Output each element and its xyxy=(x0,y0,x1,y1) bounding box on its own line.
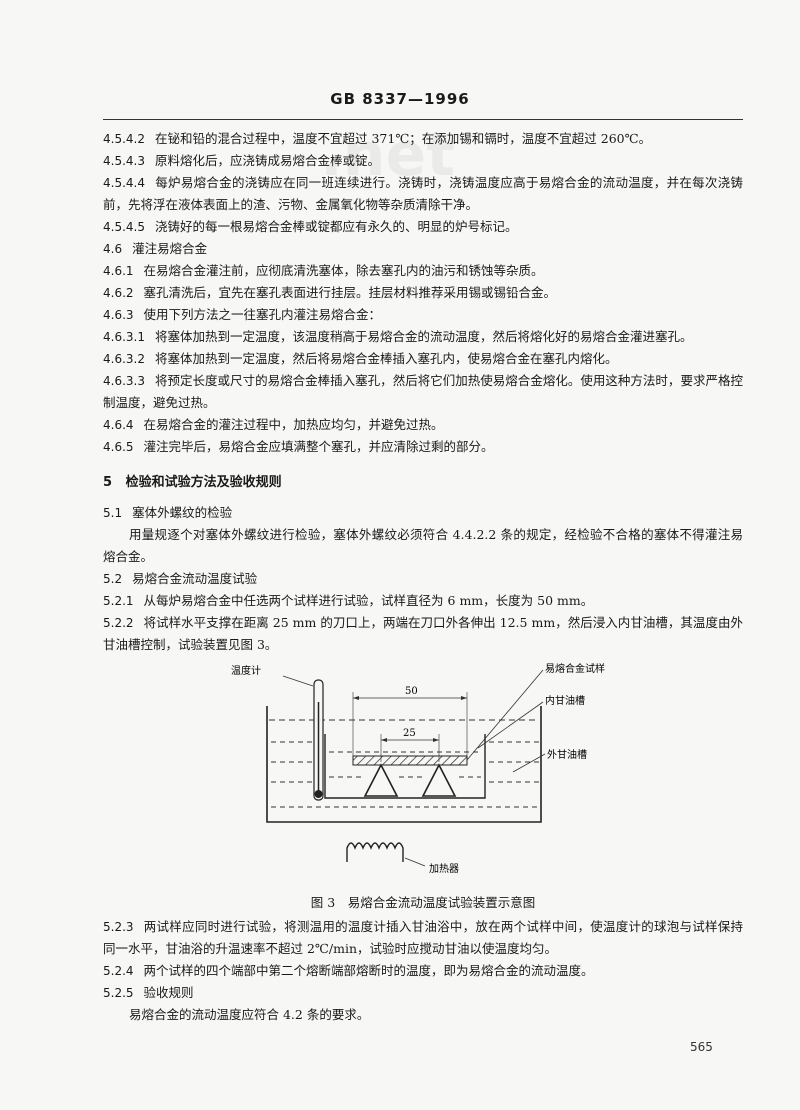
clause-text: 易熔合金流动温度试验 xyxy=(132,571,258,586)
clause-number: 4.6.1 xyxy=(103,264,134,278)
clause-text: 用量规逐个对塞体外螺纹进行检验，塞体外螺纹必须符合 4.4.2.2 条的规定，经… xyxy=(103,527,743,564)
clause-number: 4.6.3.2 xyxy=(103,352,145,366)
clause-number: 4.6.4 xyxy=(103,418,134,432)
clause-paragraph: 易熔合金的流动温度应符合 4.2 条的要求。 xyxy=(103,1004,743,1026)
clause-text: 两个试样的四个端部中第二个熔断端部熔断时的温度，即为易熔合金的流动温度。 xyxy=(143,963,594,978)
clause-paragraph: 4.6.4 在易熔合金的灌注过程中，加热应均匀，并避免过热。 xyxy=(103,414,743,436)
clause-text: 从每炉易熔合金中任选两个试样进行试验，试样直径为 6 mm，长度为 50 mm。 xyxy=(143,593,594,608)
clause-number: 4.5.4.2 xyxy=(103,132,145,146)
knife-edge-left xyxy=(363,763,399,797)
heater-coil xyxy=(346,842,404,862)
clause-paragraph: 4.6.3.2 将塞体加热到一定温度，然后将易熔合金棒插入塞孔内，使易熔合金在塞孔… xyxy=(103,348,743,370)
label-heater: 加热器 xyxy=(429,862,459,875)
clause-text: 原料熔化后，应浇铸成易熔合金棒或锭。 xyxy=(154,153,380,168)
clause-text: 塞体外螺纹的检验 xyxy=(132,505,233,520)
clause-number: 4.6.3.1 xyxy=(103,330,145,344)
clause-number: 5.1 xyxy=(103,506,123,520)
clause-text: 塞孔清洗后，宜先在塞孔表面进行挂层。挂层材料推荐采用锡或锡铅合金。 xyxy=(143,285,557,300)
header-rule xyxy=(103,119,743,120)
clause-paragraph: 4.6.1 在易熔合金灌注前，应彻底清洗塞体，除去塞孔内的油污和锈蚀等杂质。 xyxy=(103,260,743,282)
clause-text: 灌注易熔合金 xyxy=(132,241,208,256)
clause-number: 5.2.4 xyxy=(103,964,134,978)
clause-number: 5.2 xyxy=(103,572,123,586)
clause-number: 4.6.3 xyxy=(103,308,134,322)
label-dim-25: 25 xyxy=(403,728,416,739)
section-number: 5 xyxy=(103,475,113,490)
inner-tank-wall xyxy=(324,734,486,799)
page-number: 565 xyxy=(690,1040,713,1054)
clause-text: 将塞体加热到一定温度，然后将易熔合金棒插入塞孔内，使易熔合金在塞孔内熔化。 xyxy=(154,351,618,366)
clause-text: 在铋和铅的混合过程中，温度不宜超过 371℃；在添加锡和镉时，温度不宜超过 26… xyxy=(154,131,652,146)
clause-paragraph: 5.2.1 从每炉易熔合金中任选两个试样进行试验，试样直径为 6 mm，长度为 5… xyxy=(103,590,743,612)
clause-number: 5.2.5 xyxy=(103,986,134,1000)
clause-text: 两试样应同时进行试验，将测温用的温度计插入甘油浴中，放在两个试样中间，使温度计的… xyxy=(103,919,743,956)
clause-paragraph: 4.6.3 使用下列方法之一往塞孔内灌注易熔合金： xyxy=(103,304,743,326)
clause-number: 4.5.4.5 xyxy=(103,220,145,234)
clause-number: 4.6.2 xyxy=(103,286,134,300)
apparatus-diagram: 温度计 易熔合金试样 内甘油槽 外甘油槽 加热器 50 25 xyxy=(231,662,605,875)
label-dim-50: 50 xyxy=(405,686,418,697)
watermark: .net xyxy=(320,120,455,190)
clause-text: 灌注完毕后，易熔合金应填满整个塞孔，并应清除过剩的部分。 xyxy=(143,439,494,454)
clause-paragraph: 4.6.3.1 将塞体加热到一定温度，该温度稍高于易熔合金的流动温度，然后将熔化好… xyxy=(103,326,743,348)
clause-paragraph: 5.1 塞体外螺纹的检验 xyxy=(103,502,743,524)
clause-paragraph: 4.6 灌注易熔合金 xyxy=(103,238,743,260)
clause-paragraph: 4.6.2 塞孔清洗后，宜先在塞孔表面进行挂层。挂层材料推荐采用锡或锡铅合金。 xyxy=(103,282,743,304)
clause-paragraph: 5.2 易熔合金流动温度试验 xyxy=(103,568,743,590)
clause-number: 5.2.2 xyxy=(103,616,134,630)
clause-paragraph: 4.5.4.2 在铋和铅的混合过程中，温度不宜超过 371℃；在添加锡和镉时，温度… xyxy=(103,128,743,150)
clause-list-4: 4.5.4.2 在铋和铅的混合过程中，温度不宜超过 371℃；在添加锡和镉时，温度… xyxy=(103,128,743,458)
section-title: 检验和试验方法及验收规则 xyxy=(125,475,282,490)
clause-paragraph: 用量规逐个对塞体外螺纹进行检验，塞体外螺纹必须符合 4.4.2.2 条的规定，经… xyxy=(103,524,743,568)
clause-number: 5.2.3 xyxy=(103,920,134,934)
clause-text: 浇铸好的每一根易熔合金棒或锭都应有永久的、明显的炉号标记。 xyxy=(154,219,518,234)
clause-paragraph: 5.2.5 验收规则 xyxy=(103,982,743,1004)
label-outer-tank: 外甘油槽 xyxy=(547,748,587,761)
clause-number: 4.6.3.3 xyxy=(103,374,145,388)
clause-text: 在易熔合金的灌注过程中，加热应均匀，并避免过热。 xyxy=(143,417,444,432)
clause-list-5: 5.1 塞体外螺纹的检验用量规逐个对塞体外螺纹进行检验，塞体外螺纹必须符合 4.4… xyxy=(103,502,743,656)
clause-number: 4.6 xyxy=(103,242,123,256)
clause-text: 将预定长度或尺寸的易熔合金棒插入塞孔，然后将它们加热使易熔合金熔化。使用这种方法… xyxy=(103,373,743,410)
clause-text: 将塞体加热到一定温度，该温度稍高于易熔合金的流动温度，然后将熔化好的易熔合金灌进… xyxy=(154,329,693,344)
label-thermometer: 温度计 xyxy=(231,664,261,677)
clause-number: 5.2.1 xyxy=(103,594,134,608)
clause-text: 验收规则 xyxy=(143,985,194,1000)
document-body: 4.5.4.2 在铋和铅的混合过程中，温度不宜超过 371℃；在添加锡和镉时，温度… xyxy=(103,128,743,1026)
clause-text: 将试样水平支撑在距离 25 mm 的刀口上，两端在刀口外各伸出 12.5 mm，… xyxy=(103,615,743,652)
clause-number: 4.5.4.3 xyxy=(103,154,145,168)
fusible-alloy-sample xyxy=(352,755,468,766)
page-header: GB 8337—1996 xyxy=(330,90,470,108)
label-inner-tank: 内甘油槽 xyxy=(545,694,585,707)
clause-text: 在易熔合金灌注前，应彻底清洗塞体，除去塞孔内的油污和锈蚀等杂质。 xyxy=(143,263,544,278)
section-heading: 5 检验和试验方法及验收规则 xyxy=(103,472,743,494)
figure-3: 温度计 易熔合金试样 内甘油槽 外甘油槽 加热器 50 25 xyxy=(103,662,743,890)
clause-text: 易熔合金的流动温度应符合 4.2 条的要求。 xyxy=(129,1007,370,1022)
clause-paragraph: 4.5.4.3 原料熔化后，应浇铸成易熔合金棒或锭。 xyxy=(103,150,743,172)
clause-paragraph: 5.2.4 两个试样的四个端部中第二个熔断端部熔断时的温度，即为易熔合金的流动温度… xyxy=(103,960,743,982)
clause-paragraph: 4.5.4.5 浇铸好的每一根易熔合金棒或锭都应有永久的、明显的炉号标记。 xyxy=(103,216,743,238)
knife-edge-right xyxy=(421,763,457,797)
clause-number: 4.5.4.4 xyxy=(103,176,145,190)
outer-tank-wall xyxy=(266,706,542,823)
clause-text: 每炉易熔合金的浇铸应在同一班连续进行。浇铸时，浇铸温度应高于易熔合金的流动温度，… xyxy=(103,175,743,212)
label-sample: 易熔合金试样 xyxy=(545,662,605,675)
clause-text: 使用下列方法之一往塞孔内灌注易熔合金： xyxy=(143,307,382,322)
figure-caption: 图 3 易熔合金流动温度试验装置示意图 xyxy=(310,895,536,910)
clause-paragraph: 4.6.5 灌注完毕后，易熔合金应填满整个塞孔，并应清除过剩的部分。 xyxy=(103,436,743,458)
clause-number: 4.6.5 xyxy=(103,440,134,454)
